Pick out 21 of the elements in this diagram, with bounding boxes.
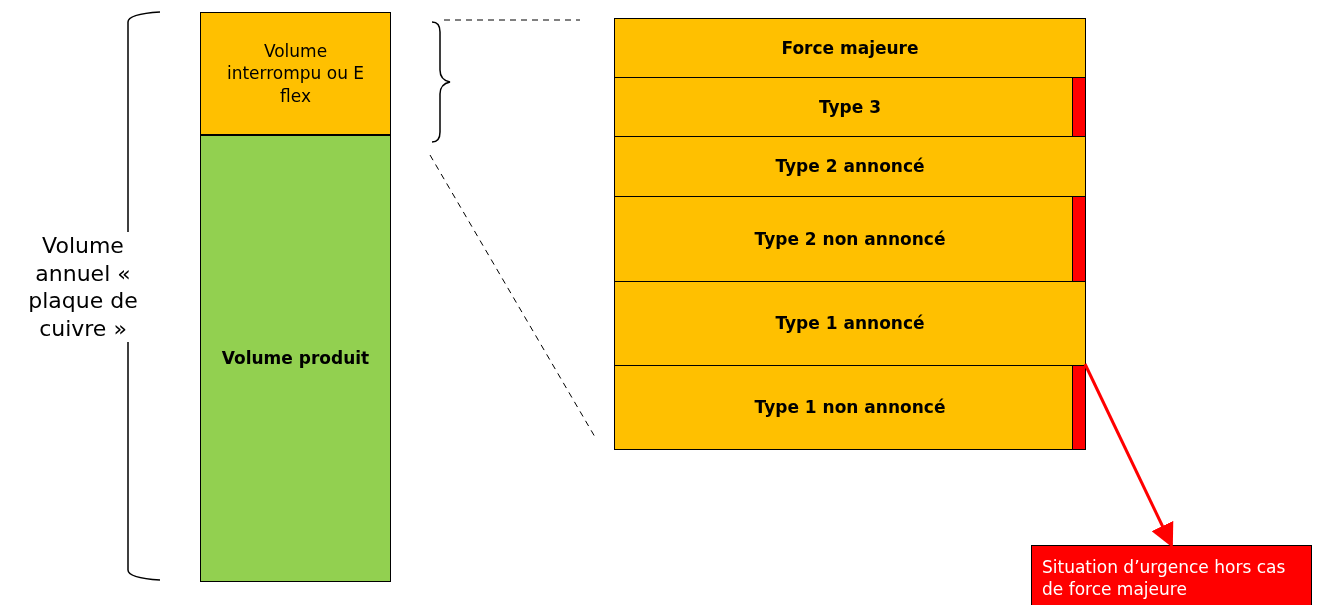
bar-segment (200, 12, 391, 135)
bar-segment (200, 135, 391, 582)
segment-label: Force majeure (781, 36, 919, 60)
segment-label: Type 2 non annoncé (754, 227, 946, 251)
bar-segment (614, 196, 1086, 282)
segment-label: Volume interrompu ou E flex (225, 40, 366, 107)
bar-segment (614, 281, 1086, 366)
emergency-strip (1072, 77, 1086, 137)
emergency-strip (1072, 365, 1086, 450)
emergency-strip (1072, 196, 1086, 282)
segment-label: Type 2 annoncé (775, 155, 925, 178)
bar-segment (614, 365, 1086, 450)
segment-label: Situation d’urgence hors cas de force majeure (1042, 556, 1287, 601)
callout-box (1031, 545, 1312, 605)
segment-label: Type 1 annoncé (775, 312, 925, 335)
bar-segment (614, 18, 1086, 78)
segment-label: Volume produit (221, 347, 370, 370)
bar-segment (614, 77, 1086, 137)
segment-label: Type 3 (818, 95, 882, 119)
bar-segment (614, 136, 1086, 197)
segment-label: Type 1 non annoncé (754, 396, 946, 419)
